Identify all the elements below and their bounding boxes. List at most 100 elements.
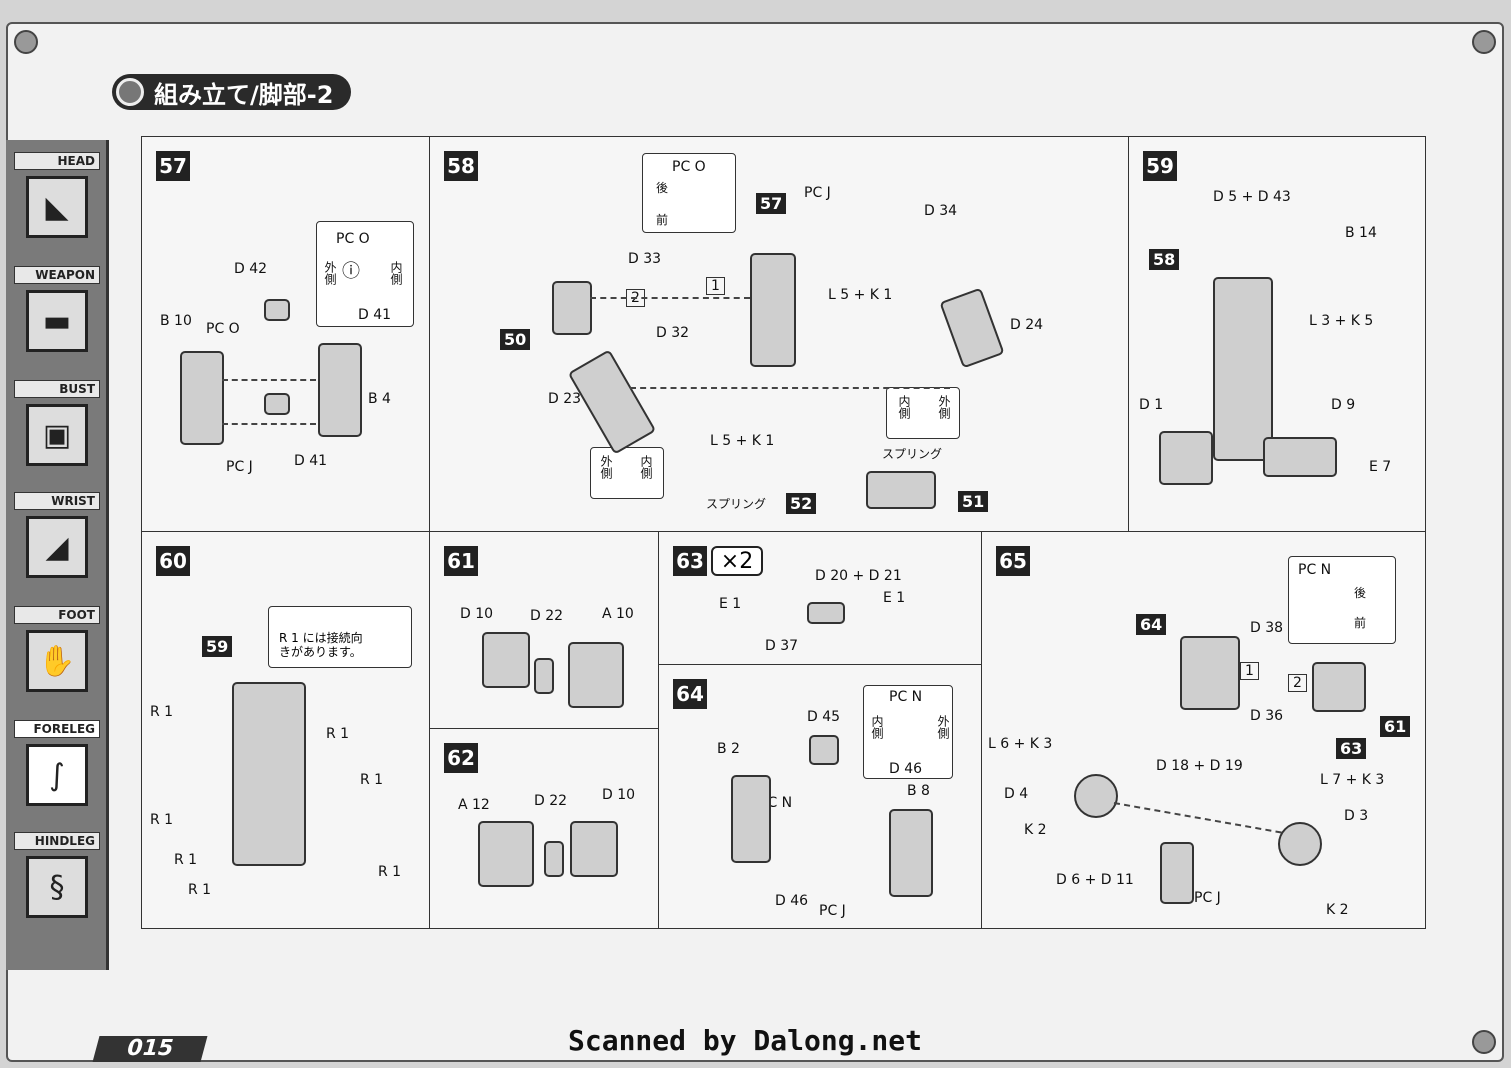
- side-label: 内側: [639, 455, 653, 479]
- part-drawing: [264, 299, 290, 321]
- corner-rivet: [14, 30, 38, 54]
- part-drawing: [232, 682, 306, 866]
- callout-box: [1288, 556, 1396, 644]
- step-60-panel: 60 59 R 1 には接続向きがあります。 R 1 R 1 R 1 R 1 R…: [141, 531, 430, 929]
- part-label: D 24: [1010, 317, 1044, 333]
- part-label: PC O: [206, 321, 240, 337]
- part-label: PC N: [1298, 562, 1332, 578]
- weapon-icon: ▬: [26, 290, 88, 352]
- step-number: 61: [444, 546, 478, 576]
- part-drawing: [318, 343, 362, 437]
- part-label: D 36: [1250, 708, 1284, 724]
- order-number: 1: [1240, 662, 1259, 680]
- foreleg-icon: ∫: [26, 744, 88, 806]
- part-drawing: [534, 658, 554, 694]
- part-label: B 10: [160, 313, 192, 329]
- step-number: 58: [444, 151, 478, 181]
- sidebar-item-foot[interactable]: FOOT ✋: [14, 606, 102, 706]
- order-number: 2: [1288, 674, 1307, 692]
- callout-box: [642, 153, 736, 233]
- assembly-guide-line: [630, 387, 950, 389]
- part-drawing: [1213, 277, 1273, 461]
- part-label: B 8: [907, 783, 930, 799]
- direction-label: 前: [656, 213, 669, 227]
- part-drawing: [1160, 842, 1194, 904]
- side-label: 外側: [323, 261, 337, 285]
- part-drawing: [889, 809, 933, 897]
- part-label: R 1: [360, 772, 384, 788]
- callout-box: [863, 685, 953, 779]
- part-label: D 6 + D 11: [1056, 872, 1134, 888]
- part-label: L 3 + K 5: [1309, 313, 1374, 329]
- part-label: B 2: [717, 741, 740, 757]
- foot-icon: ✋: [26, 630, 88, 692]
- part-label: A 10: [602, 606, 634, 622]
- direction-label: 後: [656, 181, 669, 195]
- sidebar-item-label: WEAPON: [14, 266, 100, 284]
- part-drawing: [1278, 822, 1322, 866]
- step-number: 57: [156, 151, 190, 181]
- part-label: L 7 + K 3: [1320, 772, 1385, 788]
- sidebar-item-head[interactable]: HEAD◣: [14, 152, 102, 252]
- part-label: PC J: [226, 459, 253, 475]
- step-number: 59: [1143, 151, 1177, 181]
- part-label: スプリング: [882, 447, 943, 461]
- step-reference: 63: [1336, 738, 1367, 759]
- caution-note: R 1 には接続向きがあります。: [268, 606, 412, 668]
- order-number: 1: [706, 277, 725, 295]
- part-label: PC J: [1194, 890, 1221, 906]
- step-reference: 59: [202, 636, 233, 657]
- part-label: L 5 + K 1: [710, 433, 775, 449]
- part-drawing: [180, 351, 224, 445]
- part-label: D 45: [807, 709, 841, 725]
- corner-rivet: [1472, 1030, 1496, 1054]
- part-drawing: [1312, 662, 1366, 712]
- part-drawing: [750, 253, 796, 367]
- section-title-bar: 組み立て/脚部-2: [112, 74, 352, 110]
- part-label: PC J: [819, 903, 846, 919]
- part-label: PC N: [889, 689, 923, 705]
- side-label: 内側: [389, 261, 403, 285]
- step-number: 64: [673, 679, 707, 709]
- part-label: D 46: [775, 893, 809, 909]
- sidebar-item-bust[interactable]: BUST▣: [14, 380, 102, 480]
- step-reference: 50: [500, 329, 531, 350]
- part-label: D 4: [1004, 786, 1029, 802]
- sidebar-item-label: HEAD: [14, 152, 100, 170]
- part-drawing: [552, 281, 592, 335]
- part-label: D 5 + D 43: [1213, 189, 1291, 205]
- step-63-panel: 63 ×2 D 20 + D 21 E 1 E 1 D 37: [658, 531, 982, 665]
- part-label: R 1: [150, 704, 174, 720]
- caution-icon: ⓘ: [342, 261, 360, 282]
- scan-watermark: Scanned by Dalong.net: [568, 1024, 923, 1057]
- part-drawing: [568, 642, 624, 708]
- part-label: PC O: [336, 231, 370, 247]
- part-label: E 1: [883, 590, 906, 606]
- step-number: 63: [673, 546, 707, 576]
- direction-label: 前: [1354, 616, 1367, 630]
- step-number: 60: [156, 546, 190, 576]
- part-label: D 1: [1139, 397, 1164, 413]
- part-label: D 10: [460, 606, 494, 622]
- sidebar-item-foreleg[interactable]: FORELEG∫: [14, 720, 102, 820]
- sidebar-item-hindleg[interactable]: HINDLEG§: [14, 832, 102, 932]
- sidebar-item-label: FOOT: [14, 606, 100, 624]
- part-label: D 34: [924, 203, 958, 219]
- part-drawing: [570, 821, 618, 877]
- part-label: D 23: [548, 391, 582, 407]
- part-drawing: [809, 735, 839, 765]
- part-label: スプリング: [706, 497, 767, 511]
- side-label: 外側: [937, 395, 951, 419]
- part-label: L 5 + K 1: [828, 287, 893, 303]
- part-label: PC J: [804, 185, 831, 201]
- step-64-panel: 64 PC N 内側 外側 D 46 D 45 B 2 PC N B 8 D 4…: [658, 664, 982, 929]
- step-57-panel: 57 PC O 外側 内側 ⓘ D 41 D 42 B 10 PC O B 4 …: [141, 136, 430, 532]
- sidebar-item-wrist[interactable]: WRIST◢: [14, 492, 102, 592]
- callout-box: [886, 387, 960, 439]
- part-drawing: [478, 821, 534, 887]
- assembly-guide-line: [222, 379, 316, 381]
- part-label: K 2: [1024, 822, 1047, 838]
- section-sidebar: HEAD◣ WEAPON ▬ BUST▣ WRIST◢ FOOT ✋ FORELEG…: [6, 140, 109, 970]
- bust-icon: ▣: [26, 404, 88, 466]
- sidebar-item-weapon[interactable]: WEAPON ▬: [14, 266, 102, 366]
